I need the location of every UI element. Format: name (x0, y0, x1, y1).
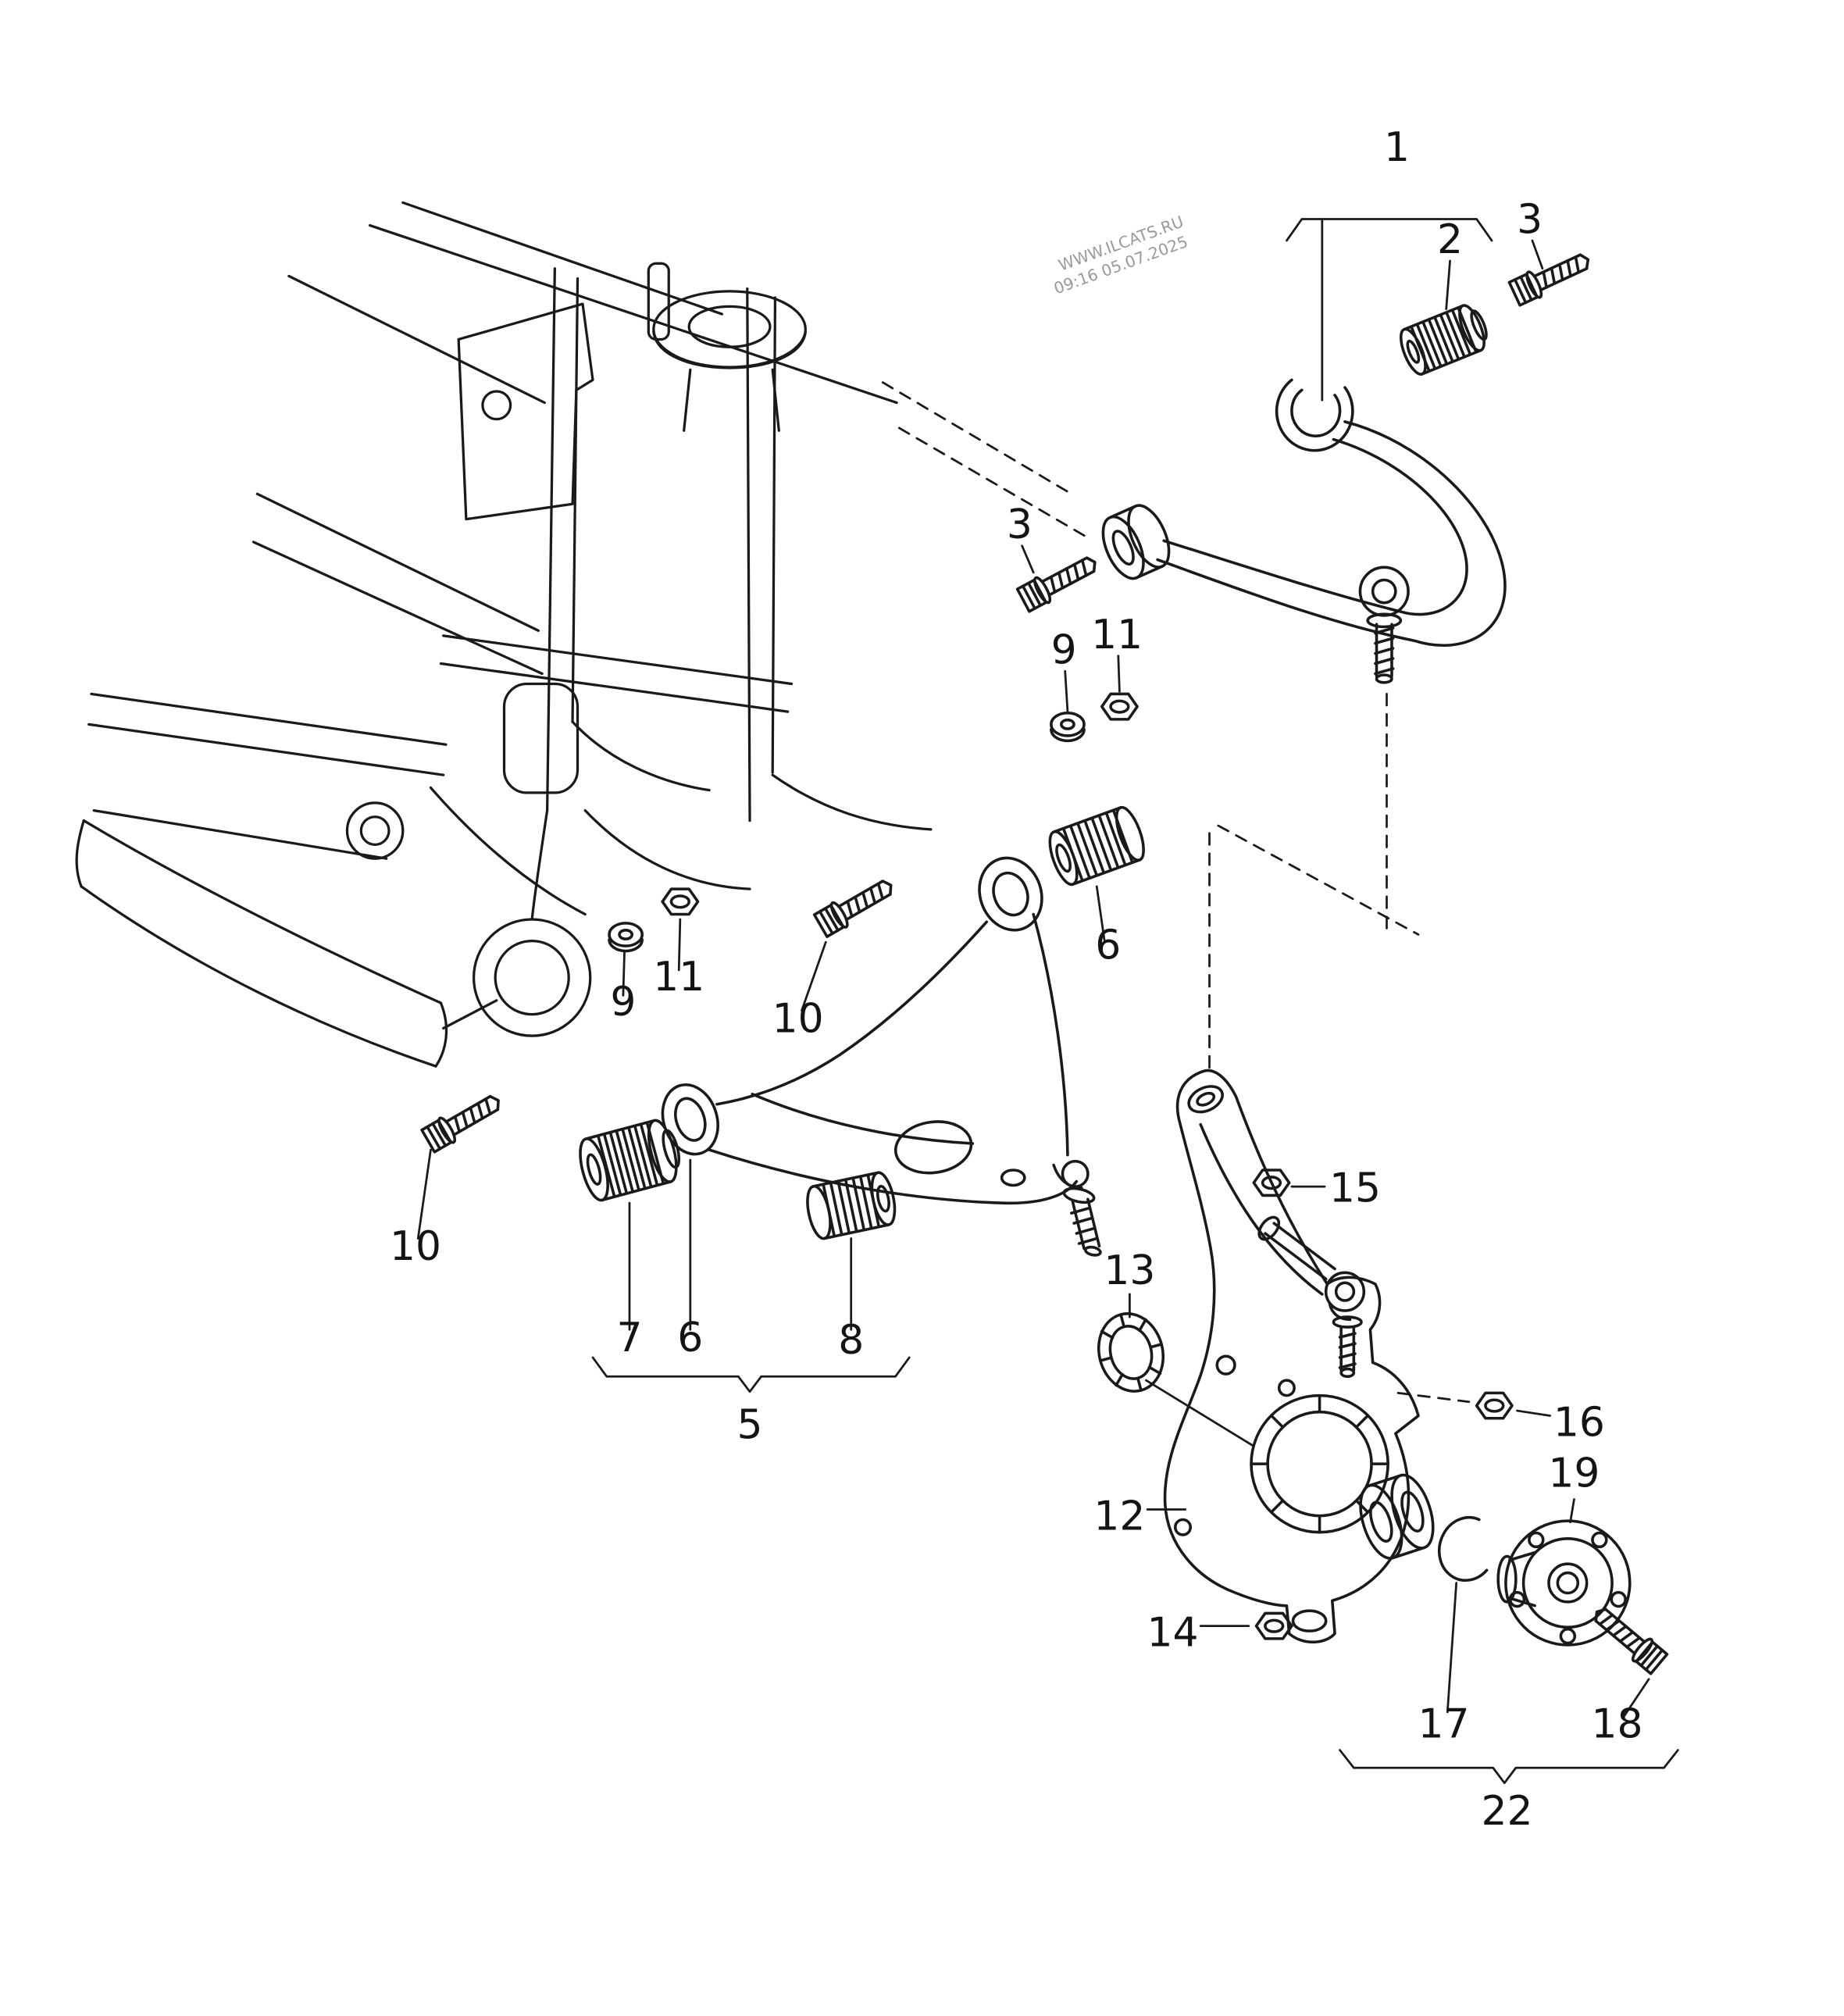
group-brackets (591, 218, 1679, 1785)
callout-6-lower: 6 (677, 1315, 703, 1361)
line-art (75, 201, 1679, 1785)
callout-17: 17 (1418, 1700, 1469, 1747)
steering-knuckle (1163, 1069, 1420, 1643)
lower-control-arm (661, 856, 1102, 1257)
bushing-part6 (1048, 805, 1145, 887)
callout-6-upper: 6 (1095, 922, 1121, 969)
callout-16: 16 (1553, 1399, 1605, 1446)
bolt-part18 (1586, 1600, 1670, 1676)
leader-lines (416, 239, 1650, 1718)
tie-rod-end (1257, 1215, 1366, 1379)
nut-part16 (1475, 1391, 1514, 1420)
callout-12: 12 (1093, 1493, 1145, 1540)
washer-part9-upper (1050, 711, 1086, 743)
bolt-part3-upper (1507, 245, 1596, 309)
bracket-part1 (1286, 218, 1493, 242)
wheel-hub-part19 (1496, 1519, 1632, 1647)
brace-part22 (1339, 1749, 1679, 1785)
nut-part14 (1254, 1611, 1293, 1640)
brace-part5 (591, 1356, 911, 1393)
nut-part11-left (661, 887, 700, 916)
callout-14: 14 (1147, 1610, 1199, 1657)
callout-1: 1 (1384, 124, 1410, 171)
callout-11-upper: 11 (1091, 612, 1143, 658)
callout-5: 5 (737, 1402, 763, 1449)
bolt-part10-left (419, 1086, 507, 1154)
dashed-reference-lines (881, 381, 1471, 1404)
callout-10-left: 10 (390, 1223, 441, 1270)
callout-7: 7 (616, 1315, 642, 1361)
callout-13: 13 (1104, 1247, 1155, 1294)
washer-part9-left (608, 922, 644, 953)
snap-ring (1437, 1516, 1489, 1582)
upper-control-arm (1101, 378, 1507, 684)
watermark: WWW.ILCATS.RU 09:16 05.07.2025 (1051, 212, 1190, 298)
callout-18: 18 (1592, 1700, 1643, 1747)
callout-labels: 1 2 3 3 9 11 6 10 9 11 10 7 6 8 5 13 15 … (390, 124, 1643, 1835)
bushing-part8 (806, 1171, 897, 1240)
callout-11-left: 11 (653, 954, 704, 1001)
callout-15: 15 (1329, 1165, 1381, 1212)
callout-9-left: 9 (610, 979, 636, 1026)
callout-2: 2 (1437, 216, 1463, 263)
callout-19: 19 (1548, 1450, 1600, 1497)
bolt-part10-center (812, 872, 900, 940)
seal-part13 (1097, 1312, 1165, 1393)
bushing-part7 (579, 1119, 681, 1202)
callout-8: 8 (838, 1317, 864, 1364)
bolt-part3-left (1015, 548, 1103, 614)
bearing-part17 (1359, 1473, 1435, 1560)
callout-9-upper: 9 (1051, 627, 1077, 674)
callout-22: 22 (1482, 1788, 1533, 1835)
callout-3-left: 3 (1007, 501, 1033, 548)
bushing-part2 (1399, 304, 1488, 376)
subframe (75, 201, 933, 1068)
lower-ball-joint (1061, 1159, 1090, 1188)
nut-part11-upper (1100, 692, 1139, 721)
callout-3-upper: 3 (1517, 196, 1543, 243)
callout-10-center: 10 (772, 995, 824, 1042)
